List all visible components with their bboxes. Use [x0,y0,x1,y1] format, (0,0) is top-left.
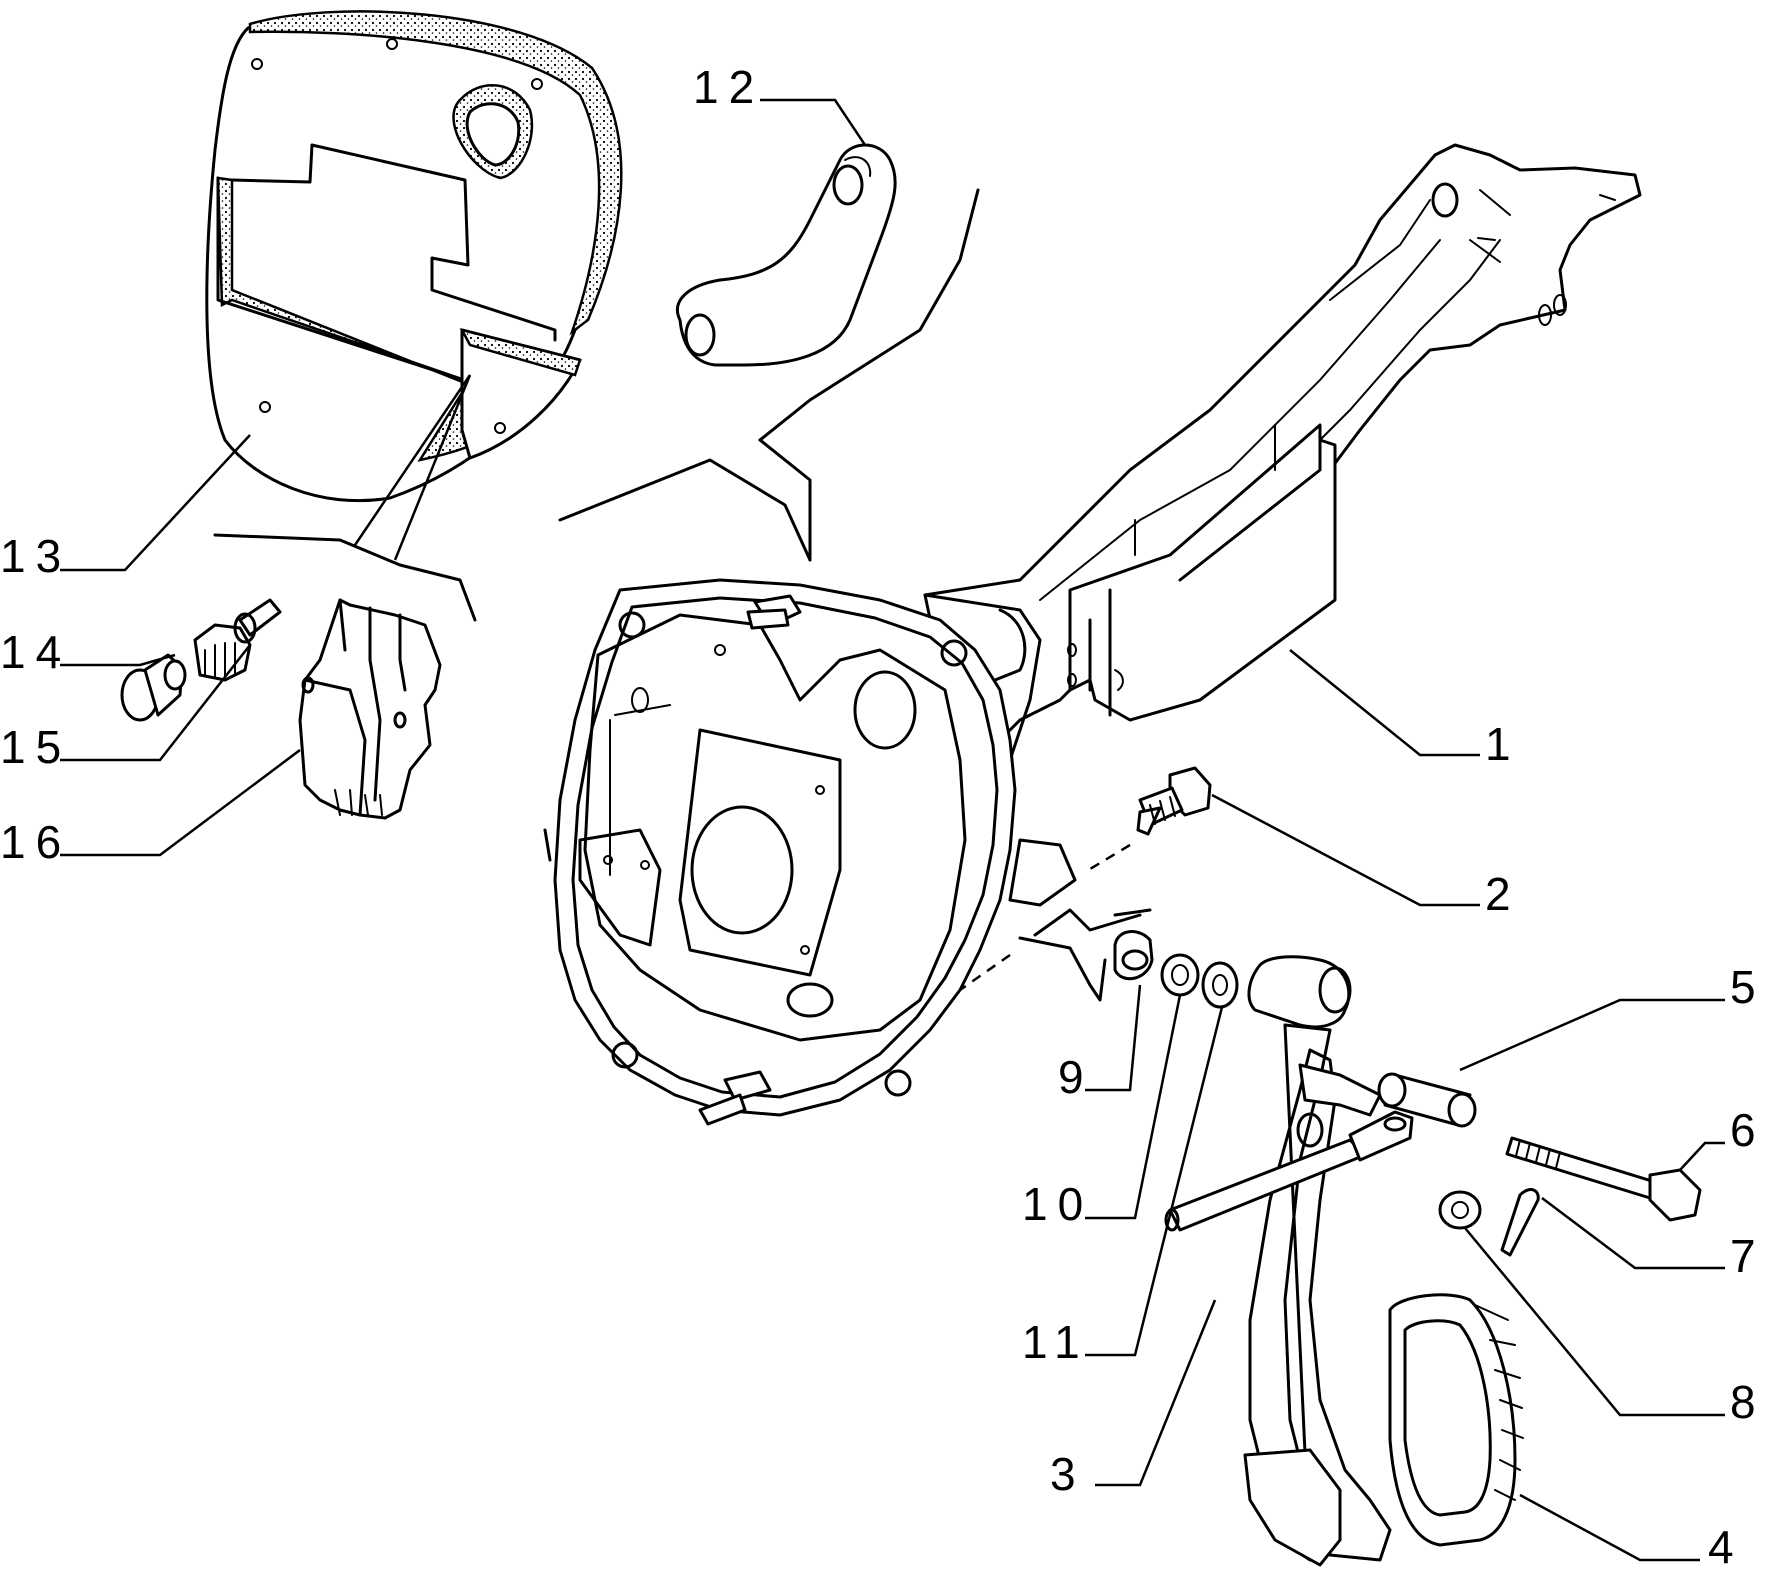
bushing-5 [1377,1072,1477,1128]
nut-9 [1113,930,1154,981]
split-pin-7 [1500,1188,1540,1257]
callout-14: 14 [0,626,71,678]
callout-12: 12 [693,61,764,113]
pedal-3 [1164,955,1414,1567]
washer-11 [1201,961,1239,1009]
callout-15: 15 [0,721,71,773]
pedal-pad-4 [1388,1293,1524,1547]
callout-2: 2 [1485,868,1521,920]
callout-labels: 1 2 3 4 5 6 7 8 9 10 11 12 13 14 15 16 [0,61,1766,1573]
bolt-6 [1505,1136,1702,1222]
callout-10: 10 [1022,1178,1093,1230]
callout-4: 4 [1708,1521,1744,1573]
callout-5: 5 [1730,961,1766,1013]
bulkhead-plate [543,578,1017,1126]
insulation-pad-13 [205,10,623,503]
callout-8: 8 [1730,1376,1766,1428]
bracket-16 [298,598,442,820]
clip-15 [193,598,282,682]
context-lines [213,188,1152,1002]
washer-8 [1438,1190,1482,1230]
bolt-2 [1136,766,1212,836]
callout-13: 13 [0,530,71,582]
cap-14 [120,653,187,722]
callout-16: 16 [0,816,71,868]
callout-3: 3 [1050,1448,1086,1500]
link-bracket-12 [676,143,897,367]
leader-lines [60,98,1725,1562]
callout-11: 11 [1022,1316,1090,1368]
callout-7: 7 [1730,1230,1766,1282]
callout-1: 1 [1485,718,1521,770]
pedal-support-1 [923,143,1642,907]
spring-washer-10 [1160,953,1200,997]
callout-6: 6 [1730,1104,1766,1156]
assembly-dashed-lines [959,843,1131,992]
callout-9: 9 [1058,1051,1094,1103]
